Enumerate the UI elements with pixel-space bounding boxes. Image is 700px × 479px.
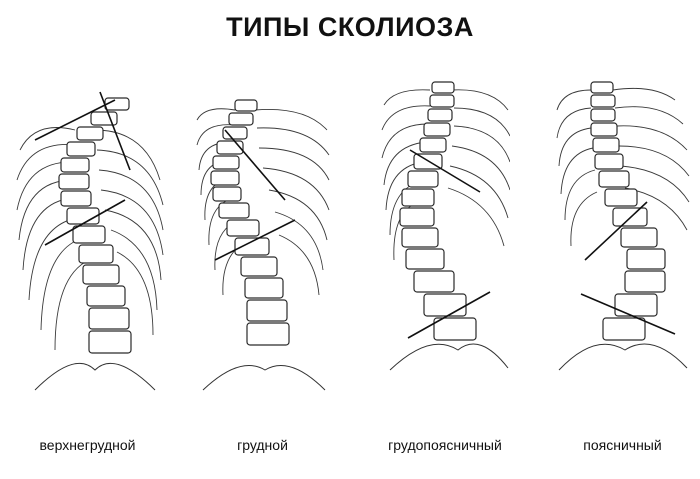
ribs	[381, 89, 510, 261]
label-thoracolumbar: грудопоясничный	[388, 437, 502, 453]
label-thoracic: грудной	[237, 437, 288, 453]
vertebrae	[590, 81, 666, 341]
spine-illustration-upper-thoracic	[15, 70, 165, 400]
spine-illustration-thoracolumbar	[380, 70, 510, 400]
label-upper-thoracic: верхнегрудной	[39, 437, 136, 453]
spine-illustration-lumbar	[555, 70, 690, 400]
vertebrae	[58, 97, 132, 354]
spine-illustration-thoracic	[195, 70, 330, 400]
page-title: ТИПЫ СКОЛИОЗА	[226, 12, 474, 42]
vertebrae	[399, 81, 477, 341]
vertebrae	[210, 99, 290, 346]
label-lumbar: поясничный	[583, 437, 662, 453]
